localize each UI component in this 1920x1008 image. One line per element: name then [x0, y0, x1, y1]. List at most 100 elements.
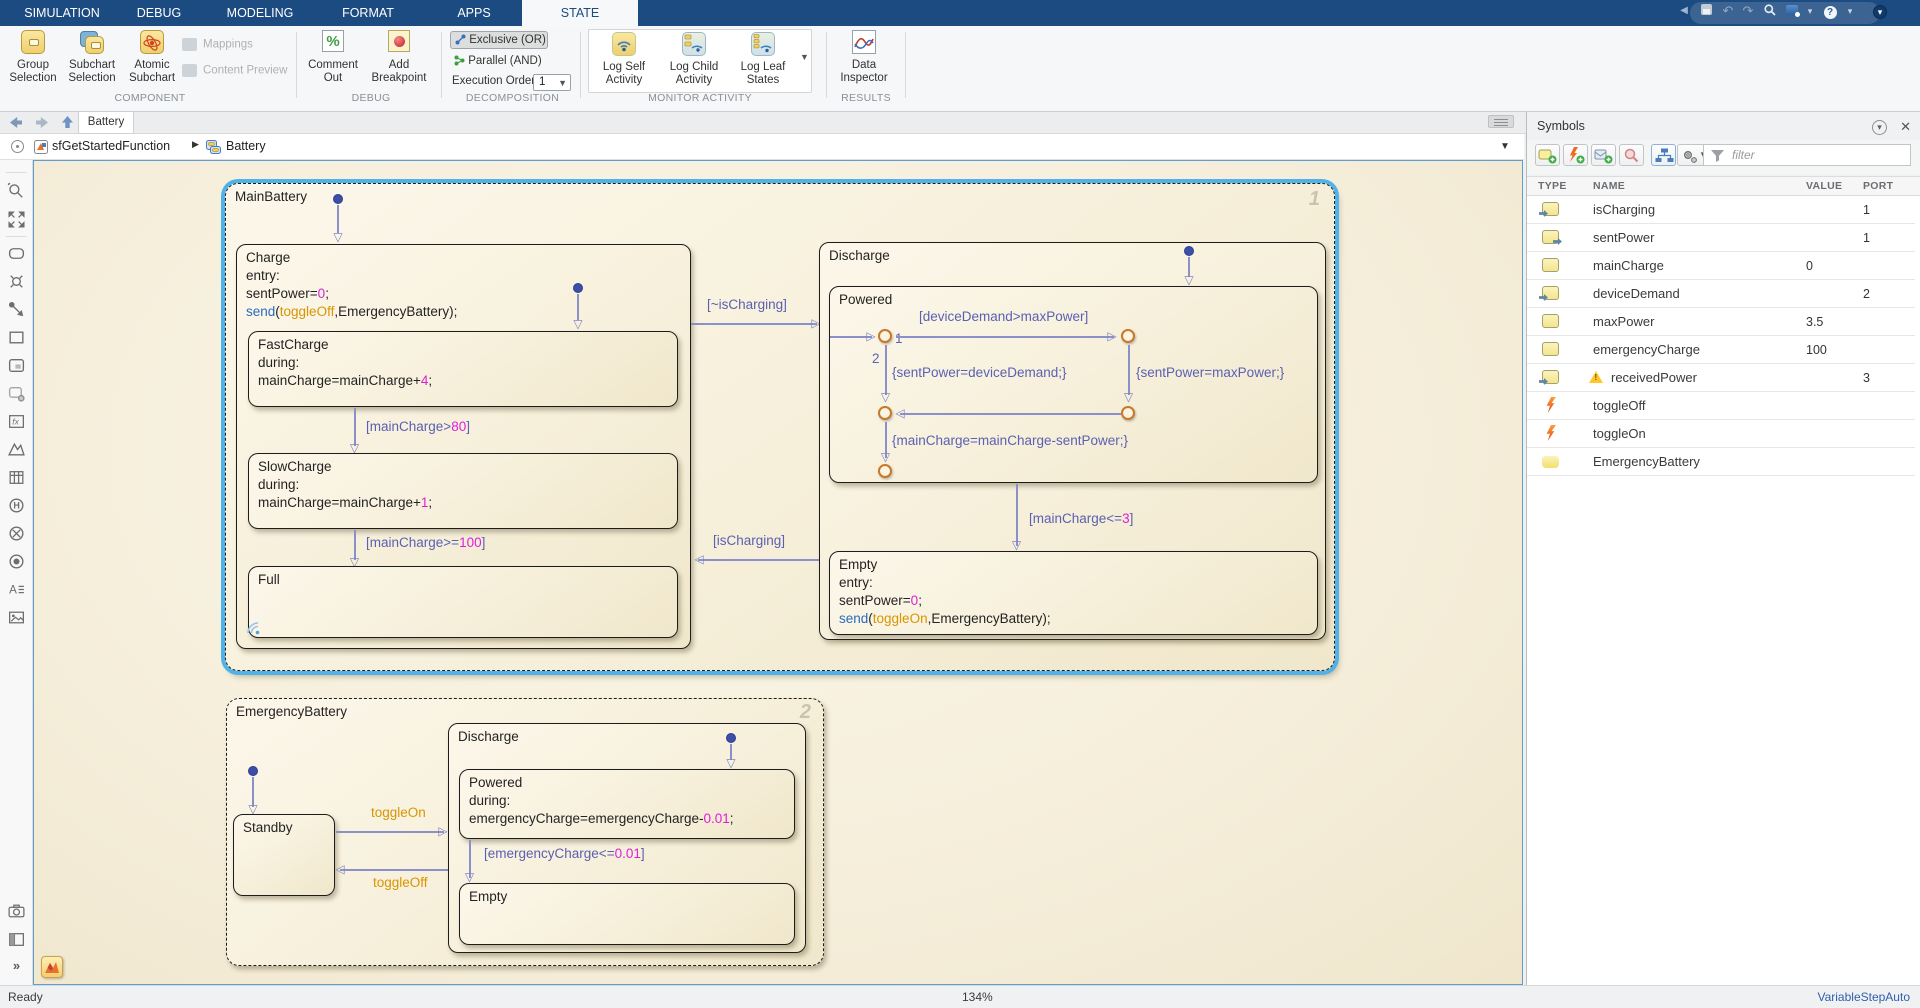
transition-line[interactable]: [336, 831, 444, 833]
stateflow-canvas[interactable]: MainBattery 1 ▽ Charge entry: sentPower=…: [33, 160, 1523, 985]
state-empty[interactable]: Empty entry: sentPower=0; send(toggleOn,…: [829, 551, 1318, 635]
up-to-parent-icon[interactable]: [62, 116, 73, 128]
default-transition-dot[interactable]: [573, 283, 583, 293]
help-icon[interactable]: ?: [1822, 3, 1838, 19]
tab-state[interactable]: STATE: [522, 0, 638, 26]
transition-label[interactable]: {sentPower=deviceDemand;}: [892, 365, 1067, 380]
transition-label[interactable]: [mainCharge>=100]: [366, 535, 485, 550]
tab-simulation[interactable]: SIMULATION: [12, 0, 112, 26]
junction[interactable]: [878, 329, 892, 343]
tab-apps[interactable]: APPS: [428, 0, 520, 26]
transition-label[interactable]: [deviceDemand>maxPower]: [919, 309, 1088, 324]
transition-label[interactable]: [emergencyCharge<=0.01]: [484, 846, 645, 861]
symbol-row[interactable]: isCharging 1: [1527, 196, 1915, 224]
column-name[interactable]: NAME: [1593, 180, 1625, 192]
transition-label[interactable]: [mainCharge<=3]: [1029, 511, 1133, 526]
annotation-tool-icon[interactable]: A: [7, 580, 26, 599]
symbol-row[interactable]: sentPower 1: [1527, 224, 1915, 252]
execution-order-select[interactable]: 1▼: [533, 74, 571, 91]
add-breakpoint-button[interactable]: Add Breakpoint: [366, 30, 432, 85]
default-transition-dot[interactable]: [1184, 246, 1194, 256]
transition-label[interactable]: toggleOn: [371, 805, 426, 820]
entry-junction-tool-icon[interactable]: [7, 552, 26, 571]
simulink-function-tool-icon[interactable]: fx: [7, 412, 26, 431]
chart-properties-badge-icon[interactable]: [41, 956, 63, 978]
state-slowcharge[interactable]: SlowCharge during: mainCharge=mainCharge…: [248, 453, 678, 529]
screenshot-camera-icon[interactable]: [7, 902, 26, 921]
matlab-function-tool-icon[interactable]: [7, 440, 26, 459]
column-port[interactable]: PORT: [1863, 180, 1893, 192]
resolve-symbols-icon[interactable]: [1619, 144, 1644, 166]
chevron-down-icon[interactable]: ▾: [1842, 3, 1858, 19]
default-transition-tool-icon[interactable]: [7, 300, 26, 319]
box-tool-icon[interactable]: [7, 328, 26, 347]
cross-junction-tool-icon[interactable]: [7, 524, 26, 543]
breadcrumb-chart[interactable]: Battery: [226, 139, 266, 153]
tab-debug[interactable]: DEBUG: [118, 0, 200, 26]
save-icon[interactable]: [1698, 3, 1714, 19]
explorer-bar-toggle-icon[interactable]: [11, 140, 24, 153]
image-tool-icon[interactable]: [7, 608, 26, 627]
document-list-icon[interactable]: [1488, 115, 1514, 128]
transition-line[interactable]: [698, 559, 819, 561]
junction-tool-icon[interactable]: [7, 272, 26, 291]
transition-label[interactable]: [mainCharge>80]: [366, 419, 470, 434]
transition-label[interactable]: toggleOff: [373, 875, 428, 890]
redo-icon[interactable]: ↷: [1740, 3, 1756, 19]
truth-table-tool-icon[interactable]: [7, 468, 26, 487]
atomic-subchart-button[interactable]: Atomic Subchart: [126, 30, 178, 85]
chevron-down-icon[interactable]: ▾: [1802, 3, 1818, 19]
column-type[interactable]: TYPE: [1538, 180, 1567, 192]
state-standby[interactable]: Standby: [233, 814, 335, 896]
junction[interactable]: [878, 464, 892, 478]
add-data-icon[interactable]: [1535, 144, 1560, 166]
group-selection-button[interactable]: Group Selection: [6, 30, 60, 85]
comment-out-button[interactable]: % Comment Out: [306, 30, 360, 85]
symbol-row[interactable]: toggleOn: [1527, 420, 1915, 448]
transition-label[interactable]: [~isCharging]: [707, 297, 787, 312]
panel-menu-icon[interactable]: ▾: [1872, 120, 1887, 135]
exclusive-or-button[interactable]: Exclusive (OR): [450, 31, 548, 49]
transition-label[interactable]: {sentPower=maxPower;}: [1136, 365, 1284, 380]
transition-line[interactable]: [691, 323, 817, 325]
add-event-icon[interactable]: [1563, 144, 1588, 166]
parallel-and-button[interactable]: Parallel (AND): [450, 53, 548, 71]
screen-capture-icon[interactable]: [1784, 3, 1800, 19]
state-empty-eb[interactable]: Empty: [459, 883, 795, 945]
transition-line[interactable]: [1016, 484, 1018, 546]
add-message-icon[interactable]: [1591, 144, 1616, 166]
log-self-activity-button[interactable]: Log Self Activity: [592, 32, 656, 87]
symbol-row[interactable]: emergencyCharge 100: [1527, 336, 1915, 364]
fit-to-view-icon[interactable]: [7, 210, 26, 229]
symbol-row[interactable]: receivedPower 3: [1527, 364, 1915, 392]
undo-icon[interactable]: ↶: [1720, 3, 1736, 19]
default-transition-line[interactable]: [337, 205, 339, 233]
forward-icon[interactable]: [36, 117, 48, 128]
transition-label[interactable]: {mainCharge=mainCharge-sentPower;}: [892, 433, 1128, 448]
back-icon[interactable]: [10, 117, 22, 128]
tab-modeling[interactable]: MODELING: [208, 0, 312, 26]
transition-line[interactable]: [896, 336, 1114, 338]
linked-subchart-tool-icon[interactable]: [7, 384, 26, 403]
state-full[interactable]: Full: [248, 566, 678, 638]
subchart-selection-button[interactable]: Subchart Selection: [62, 30, 122, 85]
model-browser-icon[interactable]: [7, 930, 26, 949]
history-junction-tool-icon[interactable]: H: [7, 496, 26, 515]
solver-name[interactable]: VariableStepAuto: [1817, 990, 1910, 1004]
log-child-activity-button[interactable]: Log Child Activity: [660, 32, 728, 87]
transition-line[interactable]: [900, 413, 1121, 415]
breadcrumb-model[interactable]: sfGetStartedFunction: [52, 139, 170, 153]
junction[interactable]: [878, 406, 892, 420]
document-tab-battery[interactable]: Battery: [78, 112, 134, 134]
transition-line[interactable]: [1128, 345, 1130, 395]
symbols-filter-input[interactable]: [1730, 146, 1905, 164]
log-leaf-states-button[interactable]: Log Leaf States: [732, 32, 794, 87]
state-fastcharge[interactable]: FastCharge during: mainCharge=mainCharge…: [248, 331, 678, 407]
search-icon[interactable]: [1762, 3, 1778, 19]
transition-label[interactable]: [isCharging]: [713, 533, 785, 548]
minimize-ribbon-icon[interactable]: ▾: [1872, 3, 1888, 19]
expand-palette-icon[interactable]: »: [7, 958, 26, 977]
default-transition-dot[interactable]: [248, 766, 258, 776]
junction[interactable]: [1121, 406, 1135, 420]
symbol-row[interactable]: maxPower 3.5: [1527, 308, 1915, 336]
